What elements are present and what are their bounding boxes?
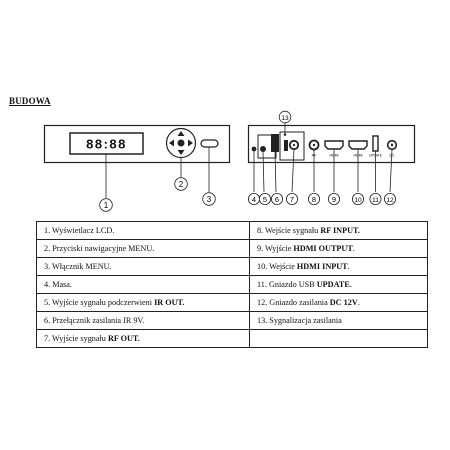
- callout-12-label: 12: [386, 197, 394, 204]
- power-led-icon: [283, 133, 287, 136]
- callout-3-label: 3: [207, 195, 212, 204]
- part-cell: 13. Sygnalizacja zasilania: [249, 311, 428, 330]
- callout-7: 7: [285, 192, 298, 205]
- callout-11-label: 11: [372, 197, 379, 204]
- empty-cell: [249, 329, 428, 348]
- callout-11: 11: [369, 192, 382, 205]
- table-row: 7. Wyjście sygnału RF OUT.: [36, 329, 428, 348]
- part-cell: 11. Gniazdo USB UPDATE.: [249, 275, 428, 294]
- callout-1: 1: [99, 198, 113, 212]
- callout-9: 9: [327, 192, 340, 205]
- callout-10: 10: [351, 192, 364, 205]
- callout-2: 2: [174, 177, 188, 191]
- ir-out-jack-icon: [260, 146, 266, 152]
- hdmi-out-port-icon: [324, 140, 344, 150]
- nav-center-icon: [177, 139, 185, 147]
- table-row: 5. Wyjście sygnału podczerwieni IR OUT. …: [36, 293, 428, 312]
- ir-power-switch: [271, 134, 279, 152]
- parts-table: 1. Wyświetlacz LCD. 8. Wejście sygnału R…: [36, 221, 428, 348]
- hdmi-in-port-icon: [348, 140, 368, 150]
- callout-8: 8: [307, 192, 320, 205]
- callout-5: 5: [258, 192, 271, 205]
- rear-panel: RF HDMI HDMI UPDATE DC: [247, 123, 416, 193]
- callout-5-label: 5: [263, 195, 267, 204]
- table-row: 3. Włącznik MENU. 10. Wejście HDMI INPUT…: [36, 257, 428, 276]
- nav-up-icon: [177, 131, 185, 136]
- lcd-display-digits: 88:88: [86, 137, 127, 152]
- nav-left-icon: [169, 139, 174, 147]
- nav-down-icon: [177, 150, 185, 155]
- callout-2-label: 2: [179, 180, 184, 189]
- callout-12: 12: [383, 192, 396, 205]
- part-cell: 12. Gniazdo zasilania DC 12V.: [249, 293, 428, 312]
- nav-right-icon: [188, 139, 193, 147]
- part-cell: 3. Włącznik MENU.: [36, 257, 250, 276]
- part-cell: 9. Wyjście HDMI OUTPUT.: [249, 239, 428, 258]
- table-row: 1. Wyświetlacz LCD. 8. Wejście sygnału R…: [36, 221, 428, 240]
- callout-7-label: 7: [290, 195, 294, 204]
- callout-6: 6: [270, 192, 283, 205]
- callout-1-label: 1: [104, 201, 109, 210]
- part-cell: 4. Masa.: [36, 275, 250, 294]
- table-row: 6. Przełącznik zasilania IR 9V. 13. Sygn…: [36, 311, 428, 330]
- table-row: 4. Masa. 11. Gniazdo USB UPDATE.: [36, 275, 428, 294]
- menu-button: [200, 139, 219, 148]
- table-row: 2. Przyciski nawigacyjne MENU. 9. Wyjści…: [36, 239, 428, 258]
- part-cell: 8. Wejście sygnału RF INPUT.: [249, 221, 428, 240]
- device-diagram: 88:88 1 2 3: [43, 110, 416, 212]
- callout-13: 13: [278, 110, 292, 124]
- section-title: BUDOWA: [9, 96, 51, 106]
- callout-8-label: 8: [312, 195, 316, 204]
- lcd-display: [69, 132, 144, 155]
- navigation-pad: [165, 127, 197, 159]
- callout-6-label: 6: [275, 195, 279, 204]
- callout-10-label: 10: [354, 197, 362, 204]
- ground-screw-icon: [251, 146, 257, 152]
- callout-13-label: 13: [281, 115, 289, 122]
- part-cell: 10. Wejście HDMI INPUT.: [249, 257, 428, 276]
- part-cell: 2. Przyciski nawigacyjne MENU.: [36, 239, 250, 258]
- callout-4-label: 4: [252, 195, 256, 204]
- part-cell: 6. Przełącznik zasilania IR 9V.: [36, 311, 250, 330]
- callout-9-label: 9: [332, 195, 336, 204]
- usb-port-icon: [372, 135, 379, 152]
- front-panel: 88:88: [43, 124, 231, 198]
- callout-4: 4: [247, 192, 260, 205]
- callout-3: 3: [202, 192, 216, 206]
- part-cell: 5. Wyjście sygnału podczerwieni IR OUT.: [36, 293, 250, 312]
- dc-label: DC: [389, 154, 395, 158]
- part-cell: 1. Wyświetlacz LCD.: [36, 221, 250, 240]
- part-cell: 7. Wyjście sygnału RF OUT.: [36, 329, 250, 348]
